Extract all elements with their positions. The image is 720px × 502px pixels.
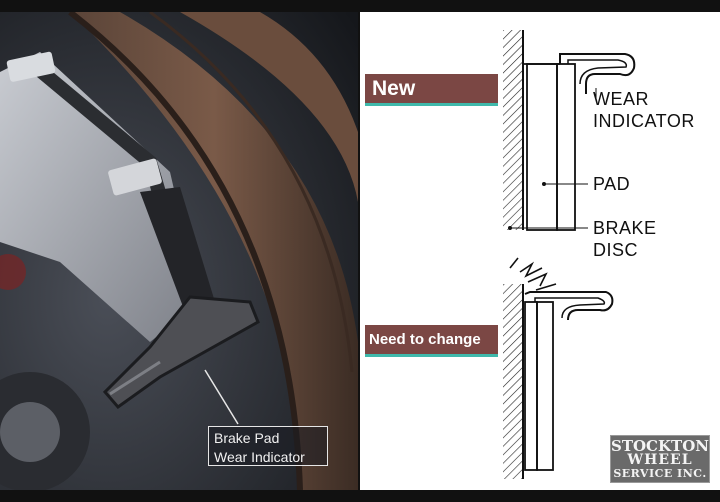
callout-line-2: Wear Indicator — [214, 449, 305, 465]
wear-indicator-label-line-1: WEAR — [593, 89, 649, 109]
callout-line-1: Brake Pad — [214, 430, 280, 446]
new-tag: New — [365, 74, 498, 106]
stockton-wheel-logo: STOCKTON WHEEL SERVICE INC. — [610, 435, 710, 483]
brake-disc-label-line-1: BRAKE — [593, 218, 657, 238]
wear-indicator-label: WEAR INDICATOR — [593, 88, 695, 132]
logo-line-1: STOCKTON — [611, 437, 709, 455]
worn-pad-drawing — [503, 257, 614, 479]
wear-indicator-label-line-2: INDICATOR — [593, 111, 695, 131]
diagram-drawing — [503, 30, 636, 479]
need-to-change-tag: Need to change — [365, 325, 498, 357]
logo-line-3: SERVICE INC. — [613, 467, 707, 480]
brake-disc-label: BRAKE DISC — [593, 217, 657, 261]
brake-disc-label-line-2: DISC — [593, 240, 639, 260]
brake-photo: Brake Pad Wear Indicator — [0, 12, 358, 490]
wear-indicator-diagram: New Need to change WEAR INDICATOR PAD BR… — [360, 12, 720, 490]
new-pad-drawing — [503, 30, 636, 231]
logo-line-2: WHEEL — [627, 452, 693, 468]
pad-label: PAD — [593, 174, 631, 194]
wear-indicator-callout: Brake Pad Wear Indicator — [208, 426, 328, 466]
brake-photo-illustration — [0, 12, 358, 490]
